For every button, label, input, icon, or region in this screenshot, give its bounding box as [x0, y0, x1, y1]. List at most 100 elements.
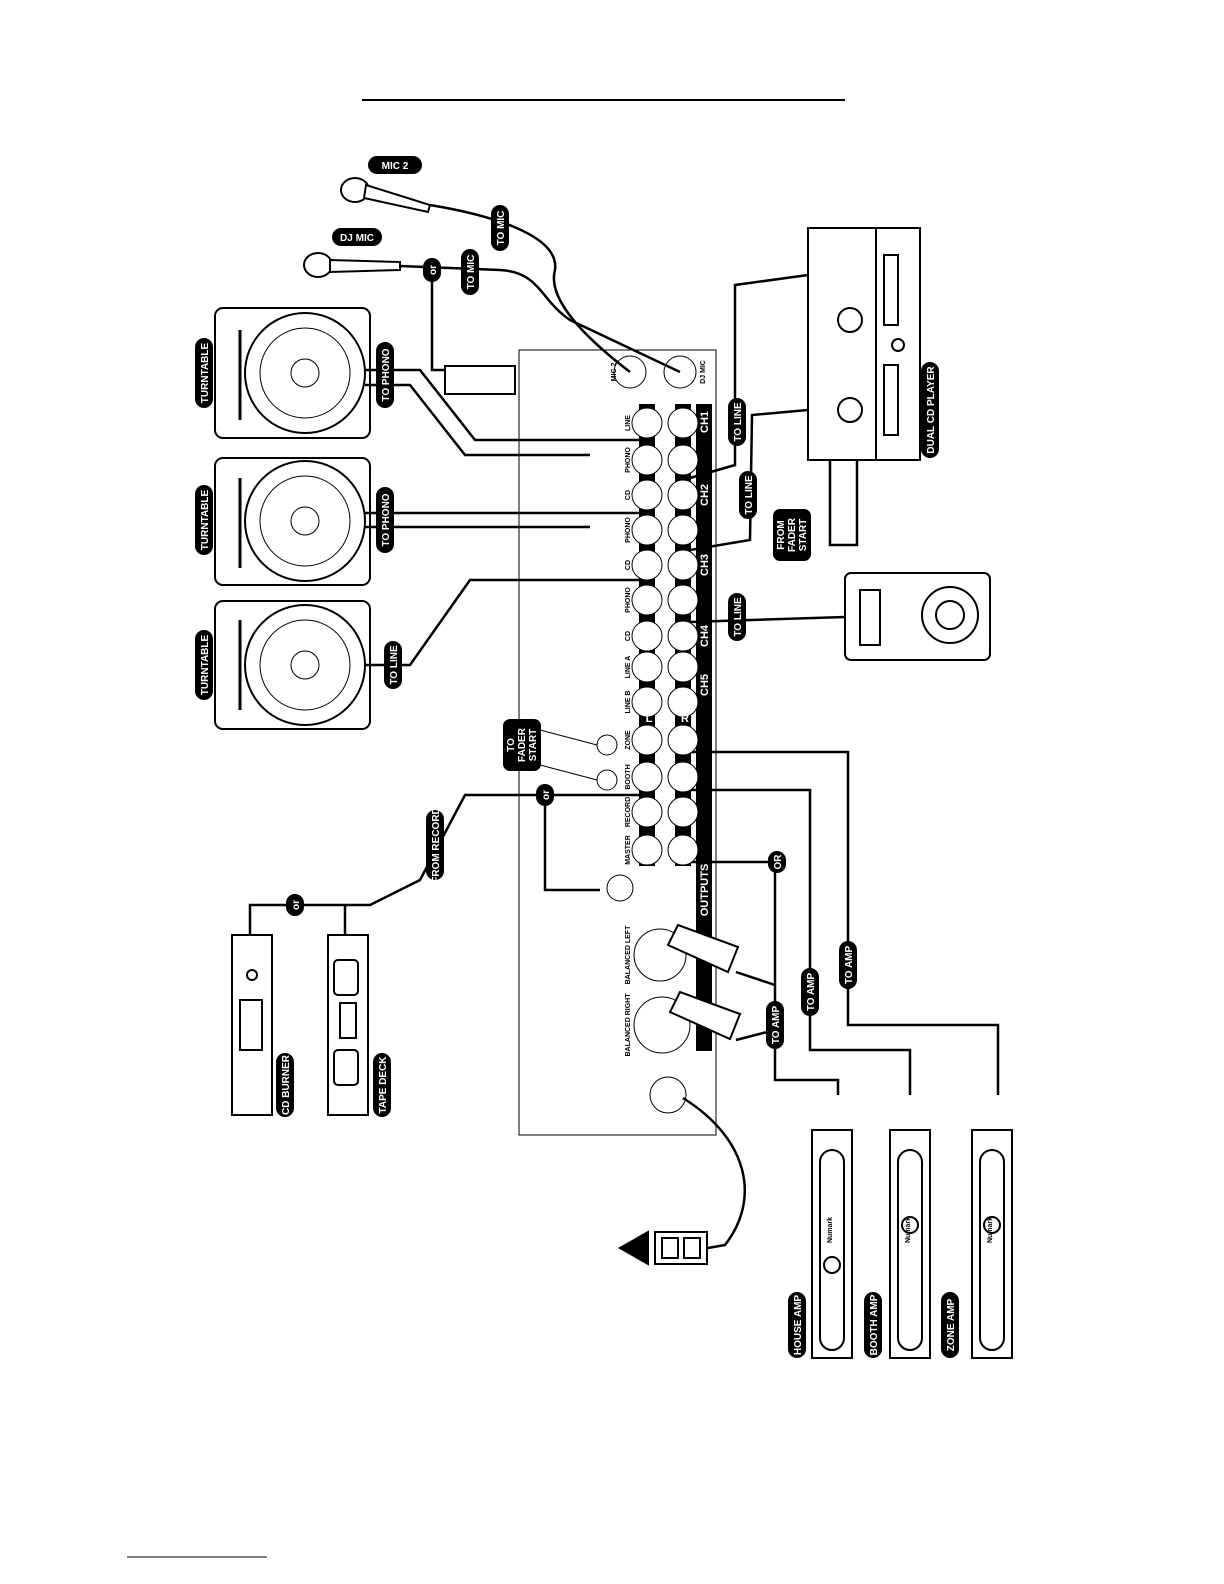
to-phono-2-label: TO PHONO — [376, 487, 394, 553]
fader-start-jack-1 — [596, 734, 618, 756]
rca-jack-zone-left — [631, 724, 663, 756]
svg-text:FADER: FADER — [517, 727, 528, 762]
svg-text:TO LINE: TO LINE — [733, 402, 744, 442]
jack-label: MASTER — [625, 835, 632, 865]
rca-jack-cd-left — [631, 620, 663, 652]
rca-jack-line-b-left — [631, 686, 663, 718]
rca-jack-zone-right — [667, 724, 699, 756]
turntable-2 — [214, 457, 371, 586]
svg-text:MIC 2: MIC 2 — [382, 161, 409, 172]
channel-label: CH4 — [699, 624, 711, 647]
svg-text:TO AMP: TO AMP — [844, 946, 855, 985]
turntable-2-label: TURNTABLE — [195, 485, 213, 555]
to-line-cd3-label: TO LINE — [728, 593, 746, 641]
balanced-right-label: BALANCED RIGHT — [625, 993, 632, 1057]
svg-text:HOUSE AMP: HOUSE AMP — [793, 1295, 804, 1356]
tape-deck-label: TAPE DECK — [373, 1053, 391, 1117]
brand-logo: Numark — [987, 1217, 994, 1243]
to-line-cd1-label: TO LINE — [728, 398, 746, 446]
svg-text:TO AMP: TO AMP — [806, 973, 817, 1012]
channel-label: CH5 — [699, 674, 711, 696]
svg-text:FROM RECORD: FROM RECORD — [431, 807, 442, 883]
power-jack — [649, 1076, 687, 1114]
to-mic-2-label: TO MIC — [461, 249, 479, 295]
cd-player — [844, 572, 991, 661]
dj-mic — [303, 252, 401, 278]
rca-jack-master-right — [667, 834, 699, 866]
cd-burner-label: CD BURNER — [276, 1053, 294, 1117]
warning-icon — [617, 1230, 649, 1266]
jack-label: PHONO — [625, 517, 632, 543]
svg-text:TURNTABLE: TURNTABLE — [200, 634, 211, 695]
to-line-cd2-label: TO LINE — [739, 471, 757, 519]
to-amp-1-label: TO AMP — [766, 1001, 784, 1049]
balanced-left-label: BALANCED LEFT — [625, 925, 632, 984]
svg-text:START: START — [528, 729, 539, 762]
svg-text:DUAL CD PLAYER: DUAL CD PLAYER — [926, 366, 937, 454]
rca-jack-line-right — [667, 407, 699, 439]
rca-jack-cd-left — [631, 479, 663, 511]
jack-label: LINE B — [625, 691, 632, 714]
svg-text:TO AMP: TO AMP — [771, 1006, 782, 1045]
left-label: L — [646, 713, 653, 725]
svg-text:TO: TO — [506, 738, 517, 752]
svg-text:FROM: FROM — [776, 520, 787, 549]
rca-jack-line-b-right — [667, 686, 699, 718]
svg-text:DJ MIC: DJ MIC — [340, 233, 374, 244]
zone-amp — [971, 1129, 1013, 1359]
svg-text:or: or — [541, 790, 552, 800]
rca-jack-cd-right — [667, 479, 699, 511]
to-amp-2-label: TO AMP — [801, 968, 819, 1016]
outputs-label: OUTPUTS — [699, 864, 711, 917]
svg-text:TO LINE: TO LINE — [733, 597, 744, 637]
svg-text:TO MIC: TO MIC — [496, 211, 507, 246]
zone-amp-label: ZONE AMP — [941, 1292, 959, 1358]
turntable-1-label: TURNTABLE — [195, 338, 213, 408]
svg-text:ZONE AMP: ZONE AMP — [946, 1298, 957, 1351]
fader-start-jack-2 — [596, 769, 618, 791]
turntable-3 — [214, 600, 371, 730]
svg-text:TO LINE: TO LINE — [744, 475, 755, 515]
rca-jack-phono-right — [667, 444, 699, 476]
svg-text:TURNTABLE: TURNTABLE — [200, 342, 211, 403]
to-line-tt-label: TO LINE — [384, 641, 402, 689]
jack-label: PHONO — [625, 447, 632, 473]
svg-text:BOOTH AMP: BOOTH AMP — [869, 1294, 880, 1355]
jack-label: CD — [625, 490, 632, 500]
svg-text:or: or — [428, 265, 439, 275]
to-amp-3-label: TO AMP — [839, 941, 857, 989]
digital-out-jack — [606, 874, 634, 902]
mic-2 — [340, 177, 432, 214]
dual-cd-player-label: DUAL CD PLAYER — [921, 362, 939, 458]
channel-label: CH1 — [699, 411, 711, 433]
rca-jack-cd-left — [631, 549, 663, 581]
xlr-mic-plug — [444, 365, 516, 395]
rca-jack-phono-right — [667, 584, 699, 616]
jack-label: LINE A — [625, 656, 632, 679]
channel-label: CH3 — [699, 554, 711, 576]
svg-text:TO PHONO: TO PHONO — [381, 493, 392, 546]
xlr-plug-left — [666, 923, 740, 974]
or-mic-label: or — [423, 258, 441, 282]
dj-mic-label: DJ MIC — [700, 360, 707, 384]
rca-jack-cd-right — [667, 620, 699, 652]
power-outlet — [654, 1231, 708, 1265]
jack-label: LINE — [625, 415, 632, 431]
or-burner-label: or — [286, 894, 304, 916]
jack-label: BOOTH — [625, 764, 632, 789]
jack-label: RECORD — [625, 797, 632, 827]
or-record-label: or — [536, 784, 554, 806]
booth-amp — [889, 1129, 931, 1359]
channel-label: CH2 — [699, 484, 711, 506]
booth-amp-label: BOOTH AMP — [864, 1292, 882, 1358]
jack-label: CD — [625, 560, 632, 570]
turntable-1 — [214, 307, 371, 439]
cd-burner — [231, 934, 273, 1116]
house-amp-label: HOUSE AMP — [788, 1292, 806, 1358]
rca-jack-phono-left — [631, 444, 663, 476]
svg-text:CD BURNER: CD BURNER — [281, 1054, 292, 1115]
brand-logo: Numark — [905, 1217, 912, 1243]
house-amp — [811, 1129, 853, 1359]
